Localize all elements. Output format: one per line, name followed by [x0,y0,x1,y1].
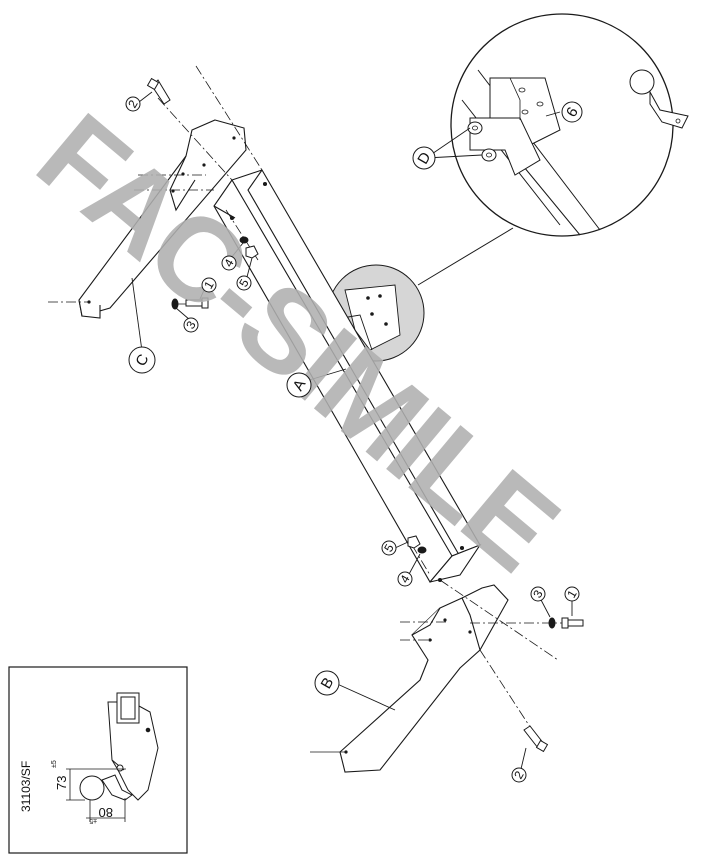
callout-bolt-1-bottom: 1 [564,586,580,602]
model-code: 31103/SF [19,761,33,812]
side-bracket-c [78,119,247,319]
callout-washer-4-top: 4 [221,255,237,271]
inset-dimension-lines [66,768,126,822]
inset-hitch [79,692,159,801]
callout-nut-5-bottom: 5 [381,540,397,556]
callout-nut-5-top: 5 [236,275,252,291]
callout-part-a: A [286,372,312,398]
callout-bolt-2-bottom: 2 [511,767,527,783]
callout-detail-6: 6 [561,101,583,123]
side-bracket-b [339,584,509,773]
dimension-width-value: 80 [99,805,113,820]
callout-bubbles: 2 1 3 4 5 C A D [125,96,583,783]
callout-bolt-2-top: 2 [125,96,141,112]
detail-magnifier [450,13,689,237]
callout-washer-4-bottom: 4 [397,571,413,587]
crossbar-a [213,169,482,583]
callout-part-b: B [314,670,340,696]
dimension-inset: 31103/SF 73 ±5 80 ±5 [8,666,188,854]
dimension-width-tolerance: ±5 [89,817,97,824]
callout-bolt-1-top: 1 [201,277,217,293]
dimension-height-tolerance: ±5 [51,760,58,768]
callout-washer-3-bottom: 3 [530,586,546,602]
dimension-height-value: 73 [54,776,69,790]
callout-part-c: C [128,346,156,374]
callout-part-d: D [412,146,436,170]
hardware [146,77,584,753]
callout-washer-3-top: 3 [183,317,199,333]
